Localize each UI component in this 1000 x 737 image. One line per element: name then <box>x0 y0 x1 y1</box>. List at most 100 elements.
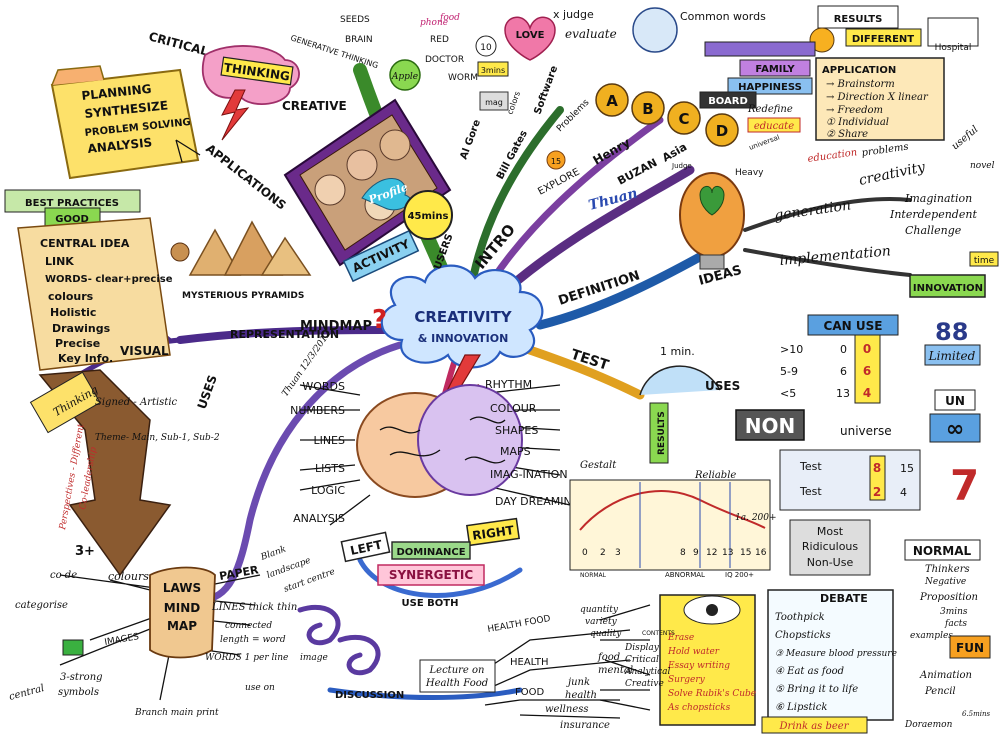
seeds-label: SEEDS <box>340 15 370 25</box>
practice-0: CENTRAL IDEA <box>40 237 130 250</box>
chart-values-label: 1a. 200+ <box>735 513 777 523</box>
axis-label-0: NORMAL <box>580 572 607 579</box>
redefine-label: Redefine <box>747 104 793 115</box>
universe-label: universe <box>840 424 892 438</box>
innovation-label: INNOVATION <box>913 283 983 294</box>
board-label: BOARD <box>708 96 748 107</box>
test-a-value-0: 8 <box>873 461 881 475</box>
creative-label: CREATIVE <box>282 99 347 113</box>
laws-scroll <box>149 566 216 659</box>
brain-word-5: ANALYSIS <box>293 512 345 525</box>
dominance-label: DOMINANCE <box>396 547 465 558</box>
un-label: UN <box>945 394 965 408</box>
test-b-value-0: 2 <box>873 485 881 499</box>
mindmap-label: MINDMAP <box>300 319 372 334</box>
useful-label: useful <box>950 124 981 152</box>
reliable-label: Reliable <box>694 470 736 481</box>
contents-label: CONTENTS <box>642 630 675 637</box>
practice-7: Key Info. <box>58 352 113 365</box>
display-2: Analytical <box>624 667 671 677</box>
normal-label: NORMAL <box>913 544 972 558</box>
buzan-label: BUZAN <box>615 156 659 188</box>
test-section: TEST 1 min. USES RESULTS CAN USE >10 0 5… <box>569 314 981 587</box>
brain-right-lobe <box>417 384 523 496</box>
eighty-eight-label: 88 <box>935 318 968 346</box>
visual-label: VISUAL <box>120 344 169 358</box>
debate-item-5: ⑥ Lipstick <box>775 702 827 713</box>
infinity-box <box>929 413 981 443</box>
letter-b: B <box>642 100 653 118</box>
people-icon <box>632 7 678 53</box>
limited-label: Limited <box>928 349 976 363</box>
different-box <box>845 28 922 47</box>
can-use-values-box <box>854 334 881 404</box>
range-2: <5 <box>780 387 796 400</box>
health-food-label: HEALTH FOOD <box>487 614 552 635</box>
synergetic-label: SYNERGETIC <box>389 568 474 582</box>
paper-label: PAPER <box>218 563 260 583</box>
junk-0: junk <box>566 677 590 688</box>
tick-6: 13 <box>722 548 733 558</box>
debate-item-2: ③ Measure blood pressure <box>775 649 897 659</box>
facts-label: facts <box>944 619 967 629</box>
left-label: LEFT <box>349 537 384 558</box>
thinkers-label: Thinkers <box>925 564 970 575</box>
apple-icon <box>389 59 421 91</box>
symbols-label: symbols <box>58 687 99 698</box>
evaluate-label: evaluate <box>565 27 617 41</box>
fifteen-circle <box>546 150 566 170</box>
three-plus-label: 3+ <box>75 544 95 559</box>
central-title: CREATIVITY <box>414 308 512 326</box>
laws-lines <box>59 574 261 701</box>
laws-line-0: LAWS <box>163 581 201 595</box>
image-label: image <box>300 653 328 663</box>
debate-left-1: Hold water <box>667 647 720 657</box>
brain-folds <box>379 416 506 464</box>
test-b-value-1: 4 <box>900 486 907 499</box>
algore-label: Al Gore <box>458 118 483 161</box>
count-2: 13 <box>836 387 850 400</box>
common-words-label: Common words <box>680 10 766 23</box>
test-a-value-1: 15 <box>900 462 914 475</box>
test-results-box <box>779 449 921 511</box>
practice-5: Drawings <box>52 322 111 335</box>
debate-left-4: Solve Rubik's Cube <box>668 689 756 699</box>
pyramids-label: MYSTERIOUS PYRAMIDS <box>182 291 304 301</box>
interdependent-label: Interdependent <box>889 208 977 221</box>
count-0: 0 <box>840 343 847 356</box>
generation-branch <box>743 197 912 232</box>
henry-label: Henry <box>591 135 633 167</box>
most-box <box>789 519 871 576</box>
food2-1: mental <box>598 665 633 676</box>
debate-left-3: Surgery <box>668 675 706 685</box>
central-subtitle: & INNOVATION <box>418 332 509 345</box>
signature-label: Doraemon <box>904 720 953 730</box>
happiness-label: HAPPINESS <box>738 82 802 93</box>
person-1 <box>314 174 346 206</box>
family-box <box>739 59 811 77</box>
three-box <box>62 639 84 656</box>
categorise-label: categorise <box>15 600 68 611</box>
food-label: food <box>439 13 460 23</box>
big-arrow <box>38 369 172 577</box>
lecture-line-1: Health Food <box>425 678 488 689</box>
brain-left-lines <box>299 384 371 526</box>
dominance-box <box>391 541 471 560</box>
words1-label: WORDS 1 per line <box>205 653 288 663</box>
discussion-branch <box>327 687 523 700</box>
wellness-label: wellness <box>545 704 589 715</box>
debate-item-4: ⑤ Bring it to life <box>775 684 858 695</box>
love-heart-icon <box>504 16 556 61</box>
examples-label: examples <box>910 631 953 641</box>
food2-0: food <box>597 652 620 663</box>
problems-branch-label: Problems <box>555 97 592 134</box>
discussion-lines <box>484 629 631 719</box>
tick-3: 8 <box>680 548 686 558</box>
hospital-label: Hospital <box>935 43 972 53</box>
debate-section: Erase Hold water Essay writing Surgery S… <box>624 589 991 734</box>
pyramids-section: MYSTERIOUS PYRAMIDS <box>170 220 312 301</box>
intro-branch-dark <box>466 106 564 299</box>
colours-label: colours <box>108 570 149 583</box>
tick-1: 2 <box>600 548 606 558</box>
educate-label: educate <box>754 121 794 132</box>
